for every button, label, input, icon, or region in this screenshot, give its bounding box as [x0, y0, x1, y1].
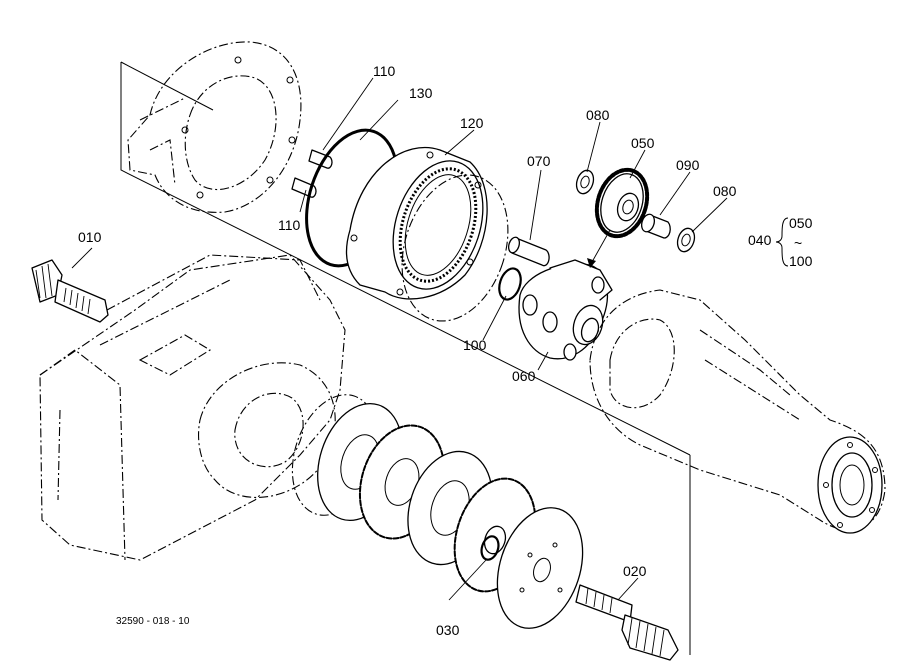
planet-carrier-060: [518, 259, 613, 361]
internal-ring-gear-120: [345, 146, 488, 300]
pressure-plate: [496, 507, 584, 629]
assembly-frame-lines: [120, 61, 691, 655]
snap-ring-100: [498, 267, 522, 301]
callout-130: 130: [409, 85, 433, 101]
bracket-bottom-label: 100: [789, 253, 813, 269]
callout-080-left: 080: [586, 107, 610, 123]
thrust-washer-080-right: [676, 227, 696, 253]
callout-060: 060: [512, 368, 536, 384]
needle-bearing-090: [641, 213, 671, 239]
callout-120: 120: [460, 115, 484, 131]
axle-housing: [589, 289, 886, 534]
callout-050: 050: [631, 135, 655, 151]
planet-pin-070: [507, 236, 550, 267]
callout-110-upper: 110: [373, 63, 396, 79]
callout-labels: 110 130 120 110 010 070 080 050 090 080 …: [78, 63, 737, 638]
output-shaft-020: [575, 584, 679, 661]
callout-010: 010: [78, 229, 102, 245]
assembly-bracket-040: 040 050 ~ 100: [748, 215, 813, 269]
callout-080-right: 080: [713, 183, 737, 199]
flange-ghost-circle: [401, 174, 509, 322]
callout-040: 040: [748, 232, 772, 248]
callout-030: 030: [436, 622, 460, 638]
callout-110-lower: 110: [278, 217, 301, 233]
bracket-top-label: 050: [789, 215, 813, 231]
assembly-arrow: [587, 229, 611, 268]
leader-lines: [71, 77, 728, 601]
callout-020: 020: [623, 563, 647, 579]
snap-ring-030: [480, 535, 500, 561]
thrust-washer-080-left: [575, 169, 595, 195]
callout-070: 070: [527, 153, 551, 169]
transmission-case: [39, 254, 346, 561]
planet-gear-050: [594, 167, 650, 239]
bracket-tilde: ~: [794, 235, 802, 251]
callout-100: 100: [463, 337, 487, 353]
dowel-pin-110-upper: [308, 149, 333, 169]
callout-090: 090: [676, 157, 700, 173]
input-shaft-010: [31, 259, 109, 323]
drawing-id: 32590 - 018 - 10: [116, 616, 190, 627]
gear-housing: [127, 41, 302, 213]
